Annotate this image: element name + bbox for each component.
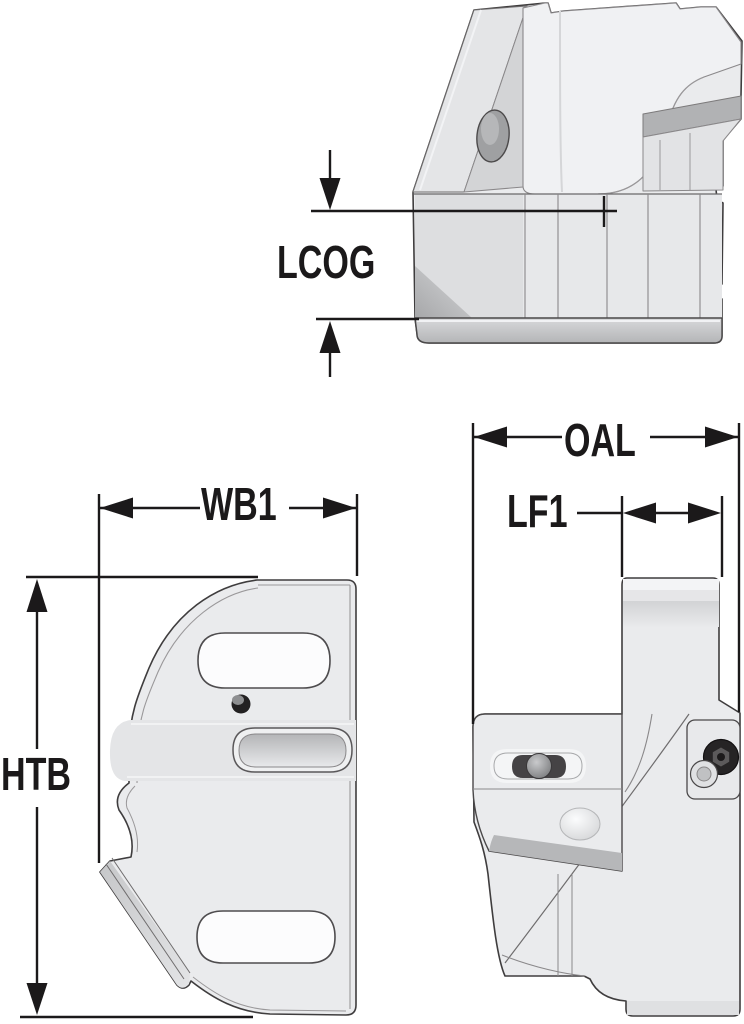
side-view-clamp-pin [526, 753, 552, 779]
oal-arrow-right [705, 426, 738, 448]
top-view-right-face [642, 118, 742, 192]
dimension-htb [20, 575, 258, 1019]
side-view-column-band3 [623, 601, 719, 627]
dimension-label-lcog: LCOG [277, 236, 376, 288]
top-view-isometric [412, 2, 743, 344]
side-view-washer-inner [696, 766, 712, 782]
side-view-cone-edge-short [624, 713, 653, 793]
side-view-clamp-slot-inner-line [493, 752, 583, 780]
front-view-pin-hole-highlight [232, 695, 244, 705]
dimension-label-wb1: WB1 [201, 478, 277, 530]
side-view-clamp-shadow-band [489, 835, 622, 871]
lcog-arrow-down-head [319, 178, 341, 210]
wb1-arrow-right [323, 497, 356, 519]
dimension-label-oal: OAL [564, 414, 636, 466]
top-view-front-face-right [523, 194, 722, 318]
top-view-right-face-lines [659, 133, 691, 190]
front-view-clamp-band-highlights [127, 723, 354, 778]
dimension-label-lf1: LF1 [507, 485, 568, 537]
dimension-wb1 [97, 494, 359, 863]
side-view-hex-socket-center [717, 753, 725, 761]
front-view-bottom-edge-line [192, 976, 347, 1012]
lf1-arrow-right [688, 502, 721, 524]
top-view-front-face-wedge [415, 266, 472, 318]
top-view-mount-hole-highlight [481, 113, 499, 145]
front-view-lower-slot [196, 910, 336, 964]
front-view-clamp-pocket-inner [238, 733, 347, 768]
side-view [472, 577, 741, 1017]
front-view-notch-inner-line [125, 785, 138, 853]
htb-arrow-down [26, 983, 48, 1015]
top-view-front-face-verticals [524, 194, 701, 318]
oal-arrow-left [474, 426, 507, 448]
top-view-base-band [414, 317, 723, 344]
side-view-bottom-left-lines [501, 874, 586, 977]
side-view-dome [559, 807, 601, 841]
top-view-pocket-shading-line [559, 10, 563, 193]
top-view-left-face-highlight [419, 9, 482, 191]
side-view-column-band2 [623, 590, 719, 601]
wb1-arrow-left [100, 497, 133, 519]
dimension-oal [471, 423, 741, 724]
lf1-arrow-left [623, 502, 656, 524]
front-view-insert-edge-lines [105, 857, 191, 980]
front-view-insert-edge [100, 861, 190, 988]
side-view-bottom-band [627, 1001, 739, 1015]
side-view-column-top-band [623, 579, 719, 590]
lcog-arrow-up-head [319, 321, 341, 353]
htb-arrow-up [26, 579, 48, 612]
front-view-top-edge-line [258, 584, 351, 1009]
dimension-lf1 [577, 496, 724, 577]
dimension-lcog [311, 150, 617, 377]
dimension-label-htb: HTB [1, 748, 71, 800]
front-view-upper-slot [197, 632, 331, 689]
front-view [99, 579, 357, 1016]
